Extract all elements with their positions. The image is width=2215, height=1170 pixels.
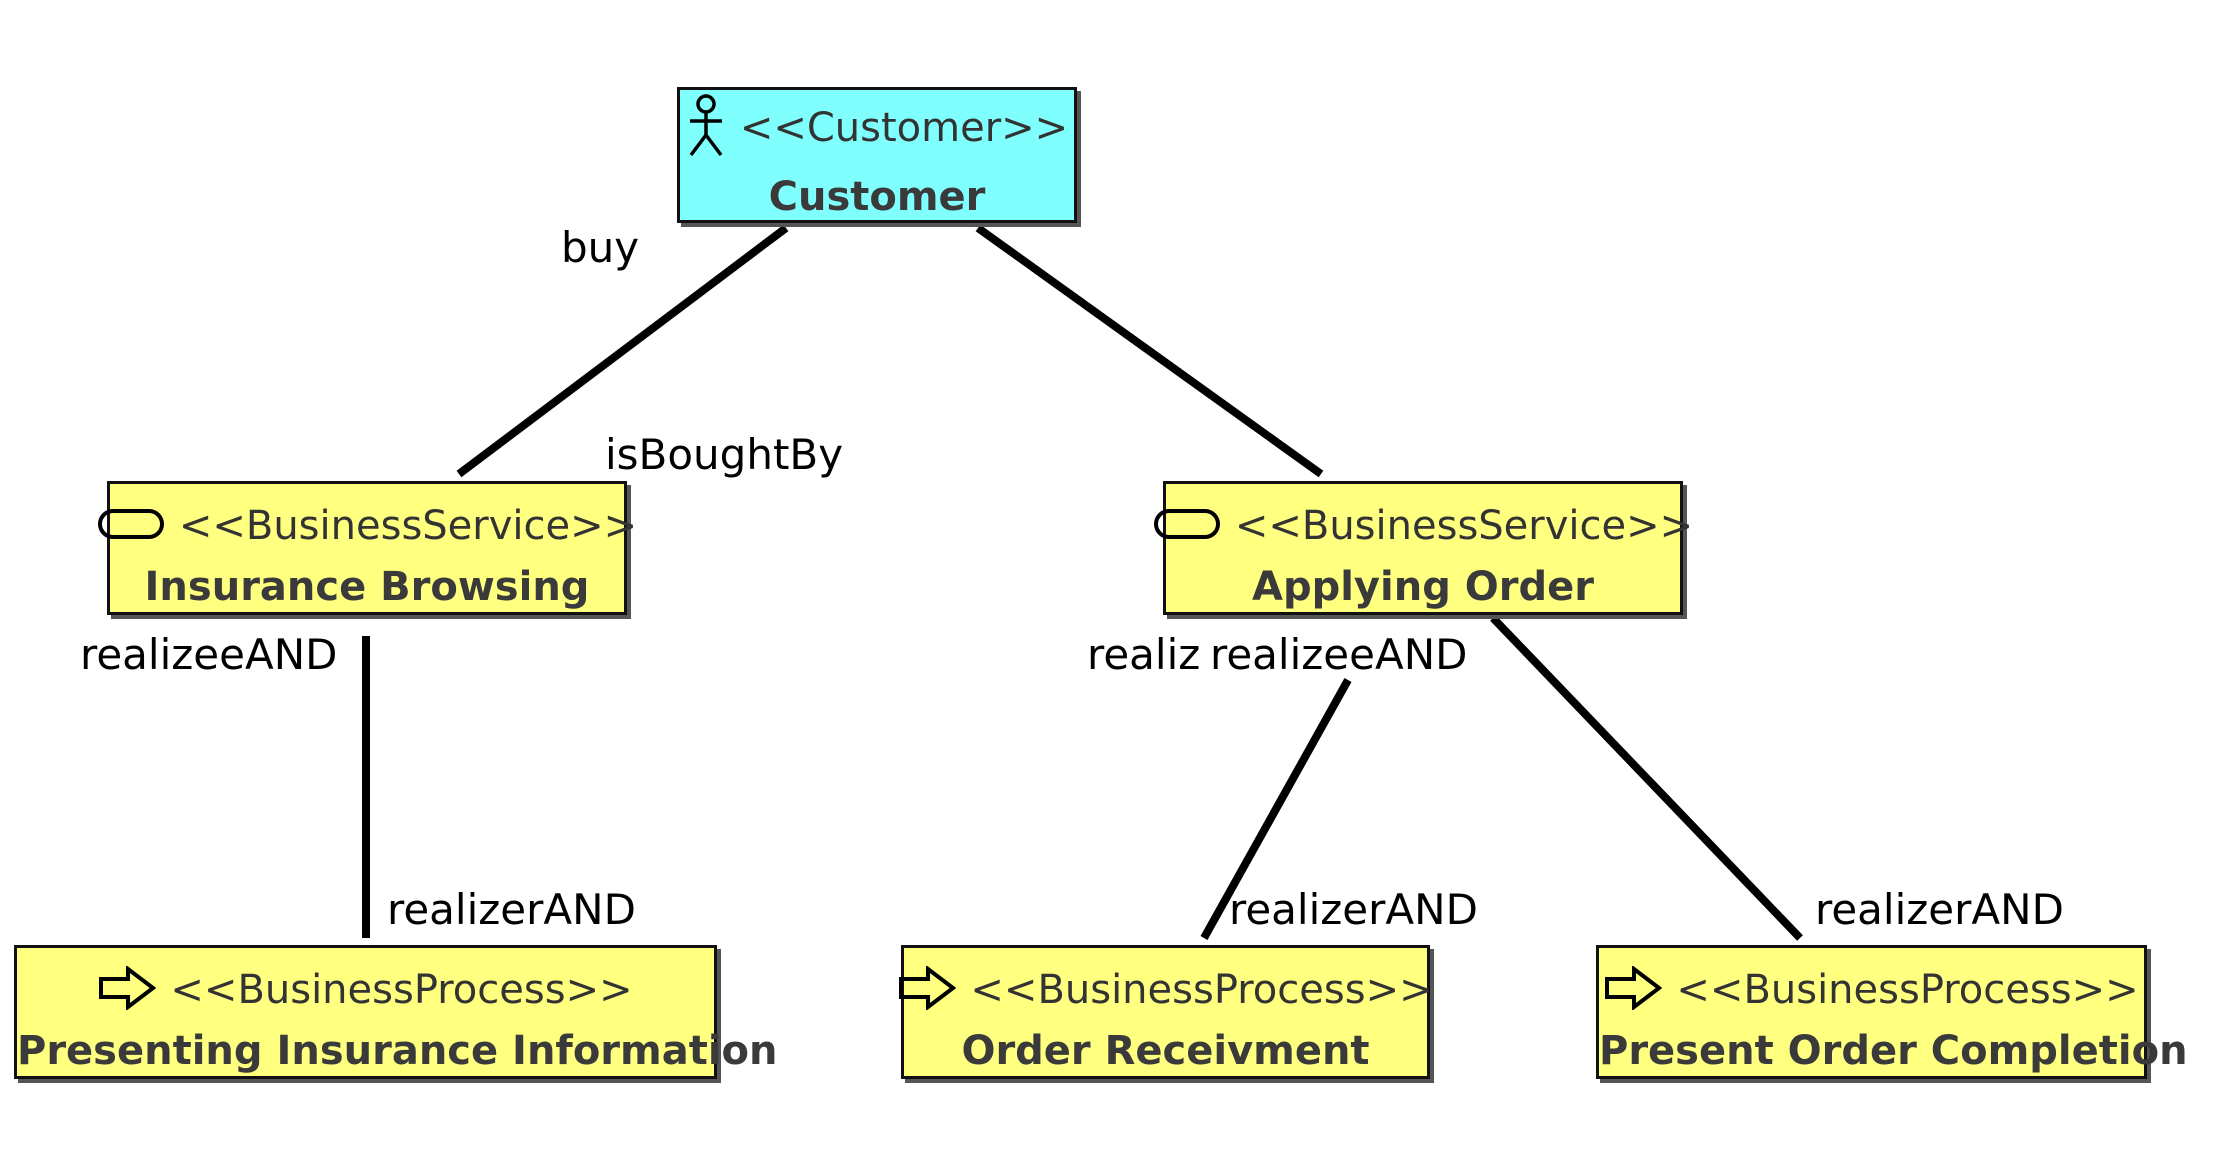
customer-stereotype: <<Customer>> [739, 105, 1069, 151]
edge-label-realizer-present-order-completion: realizerAND [1815, 885, 2064, 934]
present-order-completion-node[interactable]: <<BusinessProcess>> Present Order Comple… [1596, 945, 2188, 1079]
insurance-browsing-name: Insurance Browsing [144, 564, 590, 610]
order-receivment-node[interactable]: <<BusinessProcess>> Order Receivment [898, 945, 1433, 1079]
present-order-completion-stereotype: <<BusinessProcess>> [1676, 967, 2139, 1013]
edge-customer-applying-order[interactable] [975, 224, 1324, 478]
rounded-rect-icon [1153, 506, 1221, 546]
edge-applying-order-order-receivment[interactable] [1200, 678, 1352, 940]
arrow-outline-icon [1604, 964, 1663, 1014]
edge-label-isboughtby: isBoughtBy [605, 430, 844, 479]
presenting-insurance-information-name: Presenting Insurance Information [17, 1028, 778, 1074]
edge-label-realizer-order-receivment: realizerAND [1229, 885, 1478, 934]
applying-order-name: Applying Order [1252, 564, 1594, 610]
order-receivment-stereotype: <<BusinessProcess>> [970, 967, 1433, 1013]
edge-applying-order-present-order-completion[interactable] [1490, 615, 1803, 941]
applying-order-node[interactable]: <<BusinessService>> Applying Order [1153, 481, 1693, 615]
edge-label-realizer-presenting-insurance-information: realizerAND [387, 885, 636, 934]
presenting-insurance-information-node[interactable]: <<BusinessProcess>> Presenting Insurance… [14, 945, 778, 1079]
presenting-insurance-information-stereotype: <<BusinessProcess>> [170, 967, 633, 1013]
customer-name: Customer [768, 174, 986, 220]
edge-customer-insurance-browsing[interactable] [456, 224, 789, 478]
applying-order-stereotype: <<BusinessService>> [1234, 503, 1694, 549]
rounded-rect-icon [97, 506, 165, 546]
edge-label-realizee-applying-order: realizeeAND [1210, 630, 1468, 679]
edge-label-realizee-insurance-browsing: realizeeAND [80, 630, 338, 679]
arrow-outline-icon [98, 964, 157, 1014]
edge-label-buy: buy [561, 223, 640, 272]
insurance-browsing-node[interactable]: <<BusinessService>> Insurance Browsing [97, 481, 637, 615]
insurance-browsing-stereotype: <<BusinessService>> [178, 503, 638, 549]
present-order-completion-name: Present Order Completion [1599, 1028, 2188, 1074]
arrow-outline-icon [898, 964, 957, 1014]
stick-figure-icon [686, 93, 726, 163]
customer-node[interactable]: <<Customer>> Customer [677, 87, 1077, 223]
edge-label-realiz-applying-order: realiz [1087, 630, 1201, 679]
order-receivment-name: Order Receivment [961, 1028, 1370, 1074]
